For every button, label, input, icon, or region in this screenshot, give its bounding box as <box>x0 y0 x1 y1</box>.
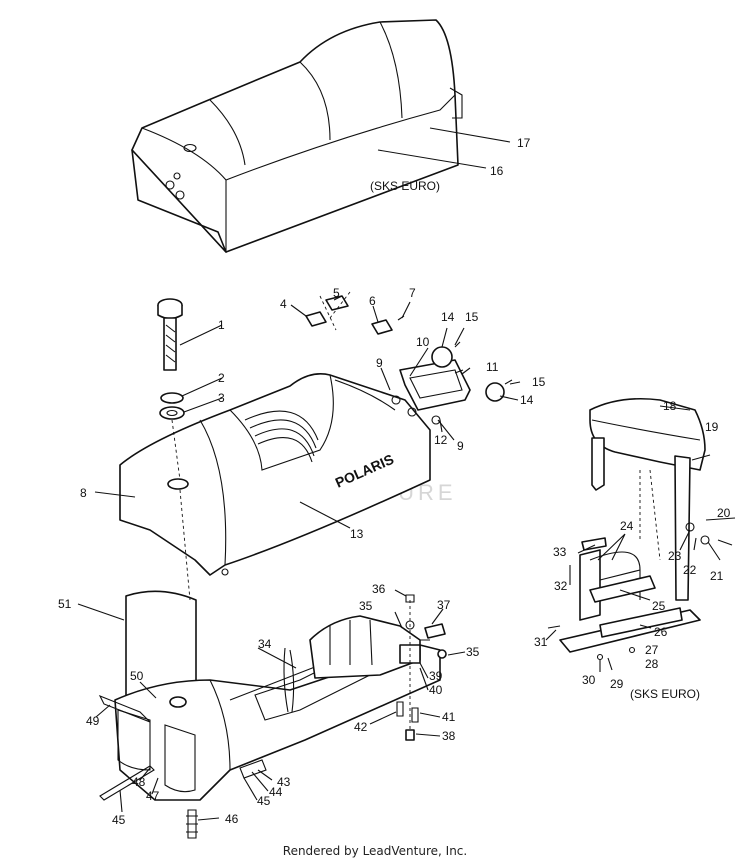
callout-4: 4 <box>280 297 287 311</box>
callout-38: 38 <box>442 729 456 743</box>
tank-cover: POLARIS <box>119 373 431 576</box>
fuel-filler-cap <box>157 298 185 420</box>
callout-7: 7 <box>409 286 416 300</box>
callout-10: 10 <box>416 335 430 349</box>
callout-34: 34 <box>258 637 272 651</box>
fuel-cap-alignment <box>171 419 191 601</box>
callout-24: 24 <box>620 519 634 533</box>
callout-40: 40 <box>429 683 443 697</box>
callout-20: 20 <box>717 506 731 520</box>
callout-35-right: 35 <box>466 645 480 659</box>
callout-44: 44 <box>269 785 283 799</box>
callout-2: 2 <box>218 371 225 385</box>
callout-35-upper: 35 <box>359 599 373 613</box>
backrest-variant-caption: (SKS EURO) <box>630 687 700 701</box>
callout-14-lower: 14 <box>520 393 534 407</box>
callout-29: 29 <box>610 677 624 691</box>
callout-37: 37 <box>437 598 451 612</box>
callout-15-lower: 15 <box>532 375 546 389</box>
callout-5: 5 <box>333 286 340 300</box>
callout-49: 49 <box>86 714 100 728</box>
callout-47: 47 <box>146 789 160 803</box>
callout-46: 46 <box>225 812 239 826</box>
callout-36: 36 <box>372 582 386 596</box>
callout-16: 16 <box>490 164 504 178</box>
callout-39: 39 <box>429 669 443 683</box>
clips <box>305 291 405 335</box>
seat-variant-caption: (SKS EURO) <box>370 179 440 193</box>
callout-25: 25 <box>652 599 666 613</box>
callout-17-text: 17 <box>517 136 531 150</box>
callout-18: 18 <box>663 399 677 413</box>
callout-3: 3 <box>218 391 225 405</box>
callout-13: 13 <box>350 527 364 541</box>
callout-12: 12 <box>434 433 448 447</box>
callout-15-upper: 15 <box>465 310 479 324</box>
callout-26: 26 <box>654 625 668 639</box>
fuel-tank <box>98 590 446 839</box>
callout-50: 50 <box>130 669 144 683</box>
seat-upper <box>131 19 463 253</box>
callout-30: 30 <box>582 673 596 687</box>
callout-23: 23 <box>668 549 682 563</box>
backrest <box>547 397 733 661</box>
callout-19: 19 <box>705 420 719 434</box>
footer-credit: Rendered by LeadVenture, Inc. <box>282 844 468 858</box>
callout-43: 43 <box>277 775 291 789</box>
callout-8: 8 <box>80 486 87 500</box>
callout-33: 33 <box>553 545 567 559</box>
callout-22: 22 <box>683 563 697 577</box>
callout-9-upper: 9 <box>376 356 383 370</box>
callout-42: 42 <box>354 720 368 734</box>
callout-45-left: 45 <box>112 813 126 827</box>
callout-9-lower: 9 <box>457 439 464 453</box>
callout-1: 1 <box>218 318 225 332</box>
callout-28: 28 <box>645 657 659 671</box>
callout-6: 6 <box>369 294 376 308</box>
callout-51: 51 <box>58 597 72 611</box>
callout-27: 27 <box>645 643 659 657</box>
callout-31: 31 <box>534 635 548 649</box>
callout-14-upper: 14 <box>441 310 455 324</box>
callout-45-right: 45 <box>257 794 271 808</box>
bolts-lower <box>396 594 447 741</box>
callout-21: 21 <box>710 569 724 583</box>
tank-brackets <box>391 341 513 425</box>
leader-lines <box>77 127 736 821</box>
callout-48: 48 <box>132 775 146 789</box>
callout-32: 32 <box>554 579 568 593</box>
callout-41: 41 <box>442 710 456 724</box>
callout-11: 11 <box>486 360 499 374</box>
